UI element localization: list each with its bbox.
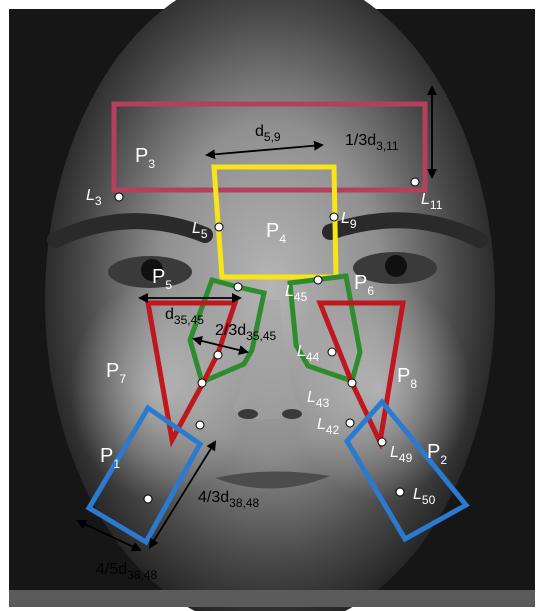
landmark-dot-l38 [196, 421, 204, 429]
landmark-dot-p7-inner [214, 351, 222, 359]
landmark-dot-l43 [348, 379, 356, 387]
landmark-dot-l42 [346, 419, 354, 427]
landmark-dot-l5 [215, 223, 223, 231]
landmark-dot-l11 [411, 178, 419, 186]
landmark-dot-l9 [330, 213, 338, 221]
landmark-dot-l45 [314, 276, 322, 284]
landmark-dot-l50 [396, 488, 404, 496]
landmark-dot-p7-low [198, 379, 206, 387]
landmark-dot-l49 [378, 438, 386, 446]
landmark-dot-l35 [234, 283, 242, 291]
landmark-dot-p1-center [144, 495, 152, 503]
landmark-dot-l3 [115, 193, 123, 201]
landmark-dot-l44 [328, 348, 336, 356]
